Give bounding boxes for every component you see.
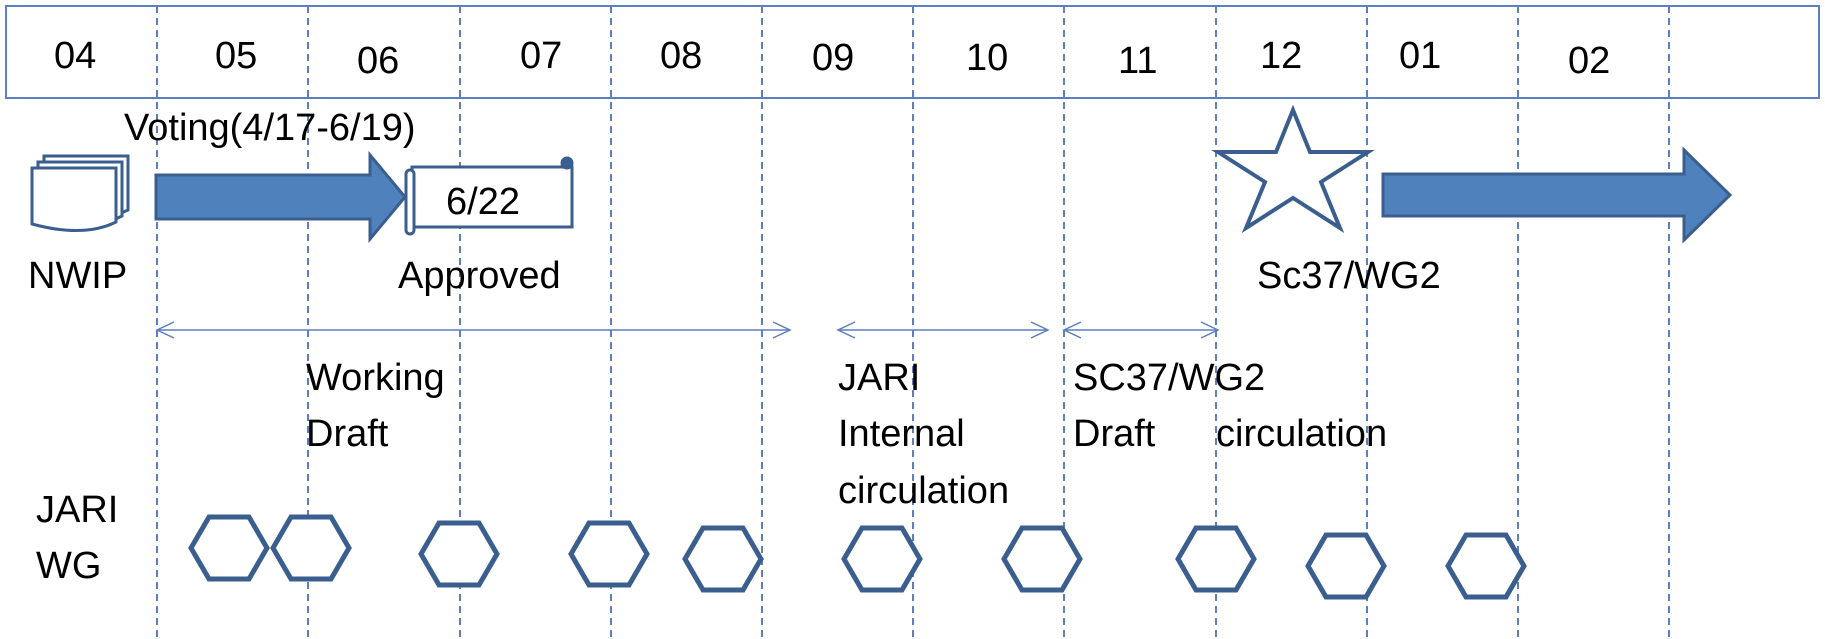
nwip-label: NWIP <box>28 255 127 297</box>
approval-scroll-icon <box>404 156 574 236</box>
jari-wg-label: JARI <box>36 489 118 531</box>
meeting-hexagon-icon <box>1001 525 1083 593</box>
month-label: 09 <box>812 37 854 79</box>
meeting-label: Sc37/WG2 <box>1257 255 1441 297</box>
month-label: 06 <box>357 40 399 82</box>
jari-wg-label: WG <box>36 545 101 587</box>
month-label: 04 <box>54 35 96 77</box>
working-draft-label: Draft <box>306 413 389 455</box>
month-label: 11 <box>1118 40 1157 82</box>
continuation-arrow <box>1381 146 1733 244</box>
working-draft-label: Working <box>306 357 445 399</box>
month-header: 04 05 06 07 08 09 10 11 12 01 02 <box>54 35 1610 82</box>
month-label: 07 <box>520 35 562 77</box>
meeting-hexagon-icon <box>1445 532 1527 600</box>
month-gridlines <box>156 6 1670 639</box>
month-label: 12 <box>1260 35 1302 77</box>
meeting-hexagon-icon <box>1305 532 1387 600</box>
jari-internal-label: JARI <box>838 357 920 399</box>
sc37-draft-span <box>1062 321 1220 339</box>
jari-internal-label: Internal <box>838 413 965 455</box>
voting-arrow <box>154 150 407 244</box>
jari-internal-span <box>836 321 1050 339</box>
meeting-hexagon-icon <box>418 520 500 588</box>
sc37-draft-label: Draft <box>1073 413 1156 455</box>
month-label: 08 <box>660 35 702 77</box>
meeting-hexagon-icon <box>568 520 650 588</box>
month-label: 02 <box>1568 40 1610 82</box>
approved-label: Approved <box>398 255 561 297</box>
phase-spans <box>155 321 1220 339</box>
working-draft-span <box>155 321 792 339</box>
phase-labels: Working Draft JARI Internal circulation … <box>306 357 1387 512</box>
month-label: 05 <box>215 35 257 77</box>
documents-icon <box>30 154 130 232</box>
meeting-hexagon-icon <box>841 525 923 593</box>
sc37-draft-label: SC37/WG2 <box>1073 357 1265 399</box>
circulation-label: circulation <box>1216 413 1387 455</box>
meeting-hexagon-icon <box>1175 525 1257 593</box>
meeting-hexagon-icon <box>682 525 764 593</box>
approval-date: 6/22 <box>446 181 520 223</box>
month-label: 10 <box>966 37 1008 79</box>
month-label: 01 <box>1399 35 1441 77</box>
meeting-hexagon-icon <box>270 514 352 582</box>
meeting-hexagon-icon <box>188 514 270 582</box>
star-icon <box>1211 104 1375 234</box>
jari-internal-label: circulation <box>838 470 1009 512</box>
voting-period-label: Voting(4/17-6/19) <box>124 107 416 149</box>
jari-wg-meetings <box>188 514 1527 600</box>
